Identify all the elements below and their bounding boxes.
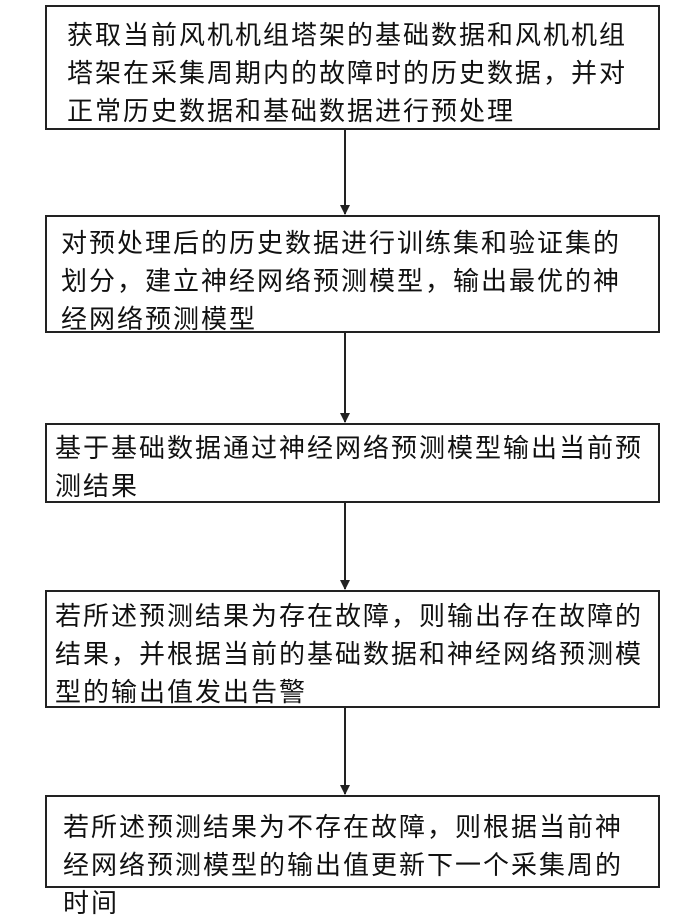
step-1-box: 获取当前风机机组塔架的基础数据和风机机组塔架在采集周期内的故障时的历史数据，并对… [45, 5, 660, 130]
step-4-text: 若所述预测结果为存在故障，则输出存在故障的结果，并根据当前的基础数据和神经网络预… [55, 598, 648, 712]
step-2-box: 对预处理后的历史数据进行训练集和验证集的划分，建立神经网络预测模型，输出最优的神… [45, 215, 660, 333]
step-1-text: 获取当前风机机组塔架的基础数据和风机机组塔架在采集周期内的故障时的历史数据，并对… [67, 17, 646, 131]
step-5-text: 若所述预测结果为不存在故障，则根据当前神经网络预测模型的输出值更新下一个采集周的… [63, 809, 648, 923]
step-5-box: 若所述预测结果为不存在故障，则根据当前神经网络预测模型的输出值更新下一个采集周的… [45, 795, 660, 888]
step-4-box: 若所述预测结果为存在故障，则输出存在故障的结果，并根据当前的基础数据和神经网络预… [45, 590, 660, 708]
step-3-text: 基于基础数据通过神经网络预测模型输出当前预测结果 [55, 430, 648, 506]
step-2-text: 对预处理后的历史数据进行训练集和验证集的划分，建立神经网络预测模型，输出最优的神… [61, 225, 648, 339]
step-3-box: 基于基础数据通过神经网络预测模型输出当前预测结果 [45, 423, 660, 503]
